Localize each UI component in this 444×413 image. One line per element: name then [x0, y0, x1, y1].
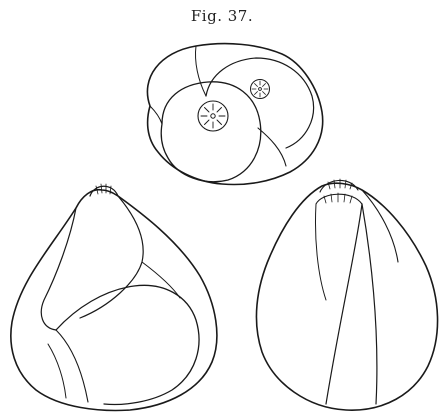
top-view-inner-suture: [150, 106, 162, 124]
top-view-front-chamber: [161, 82, 261, 182]
left-view-shell: [11, 184, 217, 410]
top-view-lower-chamber: [258, 128, 286, 166]
right-view-suture-outer: [362, 190, 398, 262]
right-view-shell: [256, 179, 437, 410]
top-view-aperture-rear: [251, 80, 270, 99]
top-view-outline: [147, 44, 322, 185]
left-view-suture-2: [48, 344, 66, 398]
right-view-suture-inner: [315, 204, 326, 300]
right-view-aperture-cap-lower: [316, 194, 362, 204]
left-view-chamber-band-outer: [41, 208, 76, 330]
top-view-rear-chamber: [206, 58, 314, 148]
left-view-chamber-band-inner: [80, 196, 143, 318]
top-view-shell: [147, 44, 322, 185]
right-view-suture-left: [326, 204, 362, 404]
right-view-outline: [256, 183, 437, 410]
left-view-suture-1: [56, 330, 88, 402]
left-view-lower-chamber: [56, 285, 199, 404]
top-view-aperture-main: [198, 101, 228, 131]
right-view-suture-right: [362, 204, 377, 404]
top-view-back-suture: [195, 46, 206, 96]
